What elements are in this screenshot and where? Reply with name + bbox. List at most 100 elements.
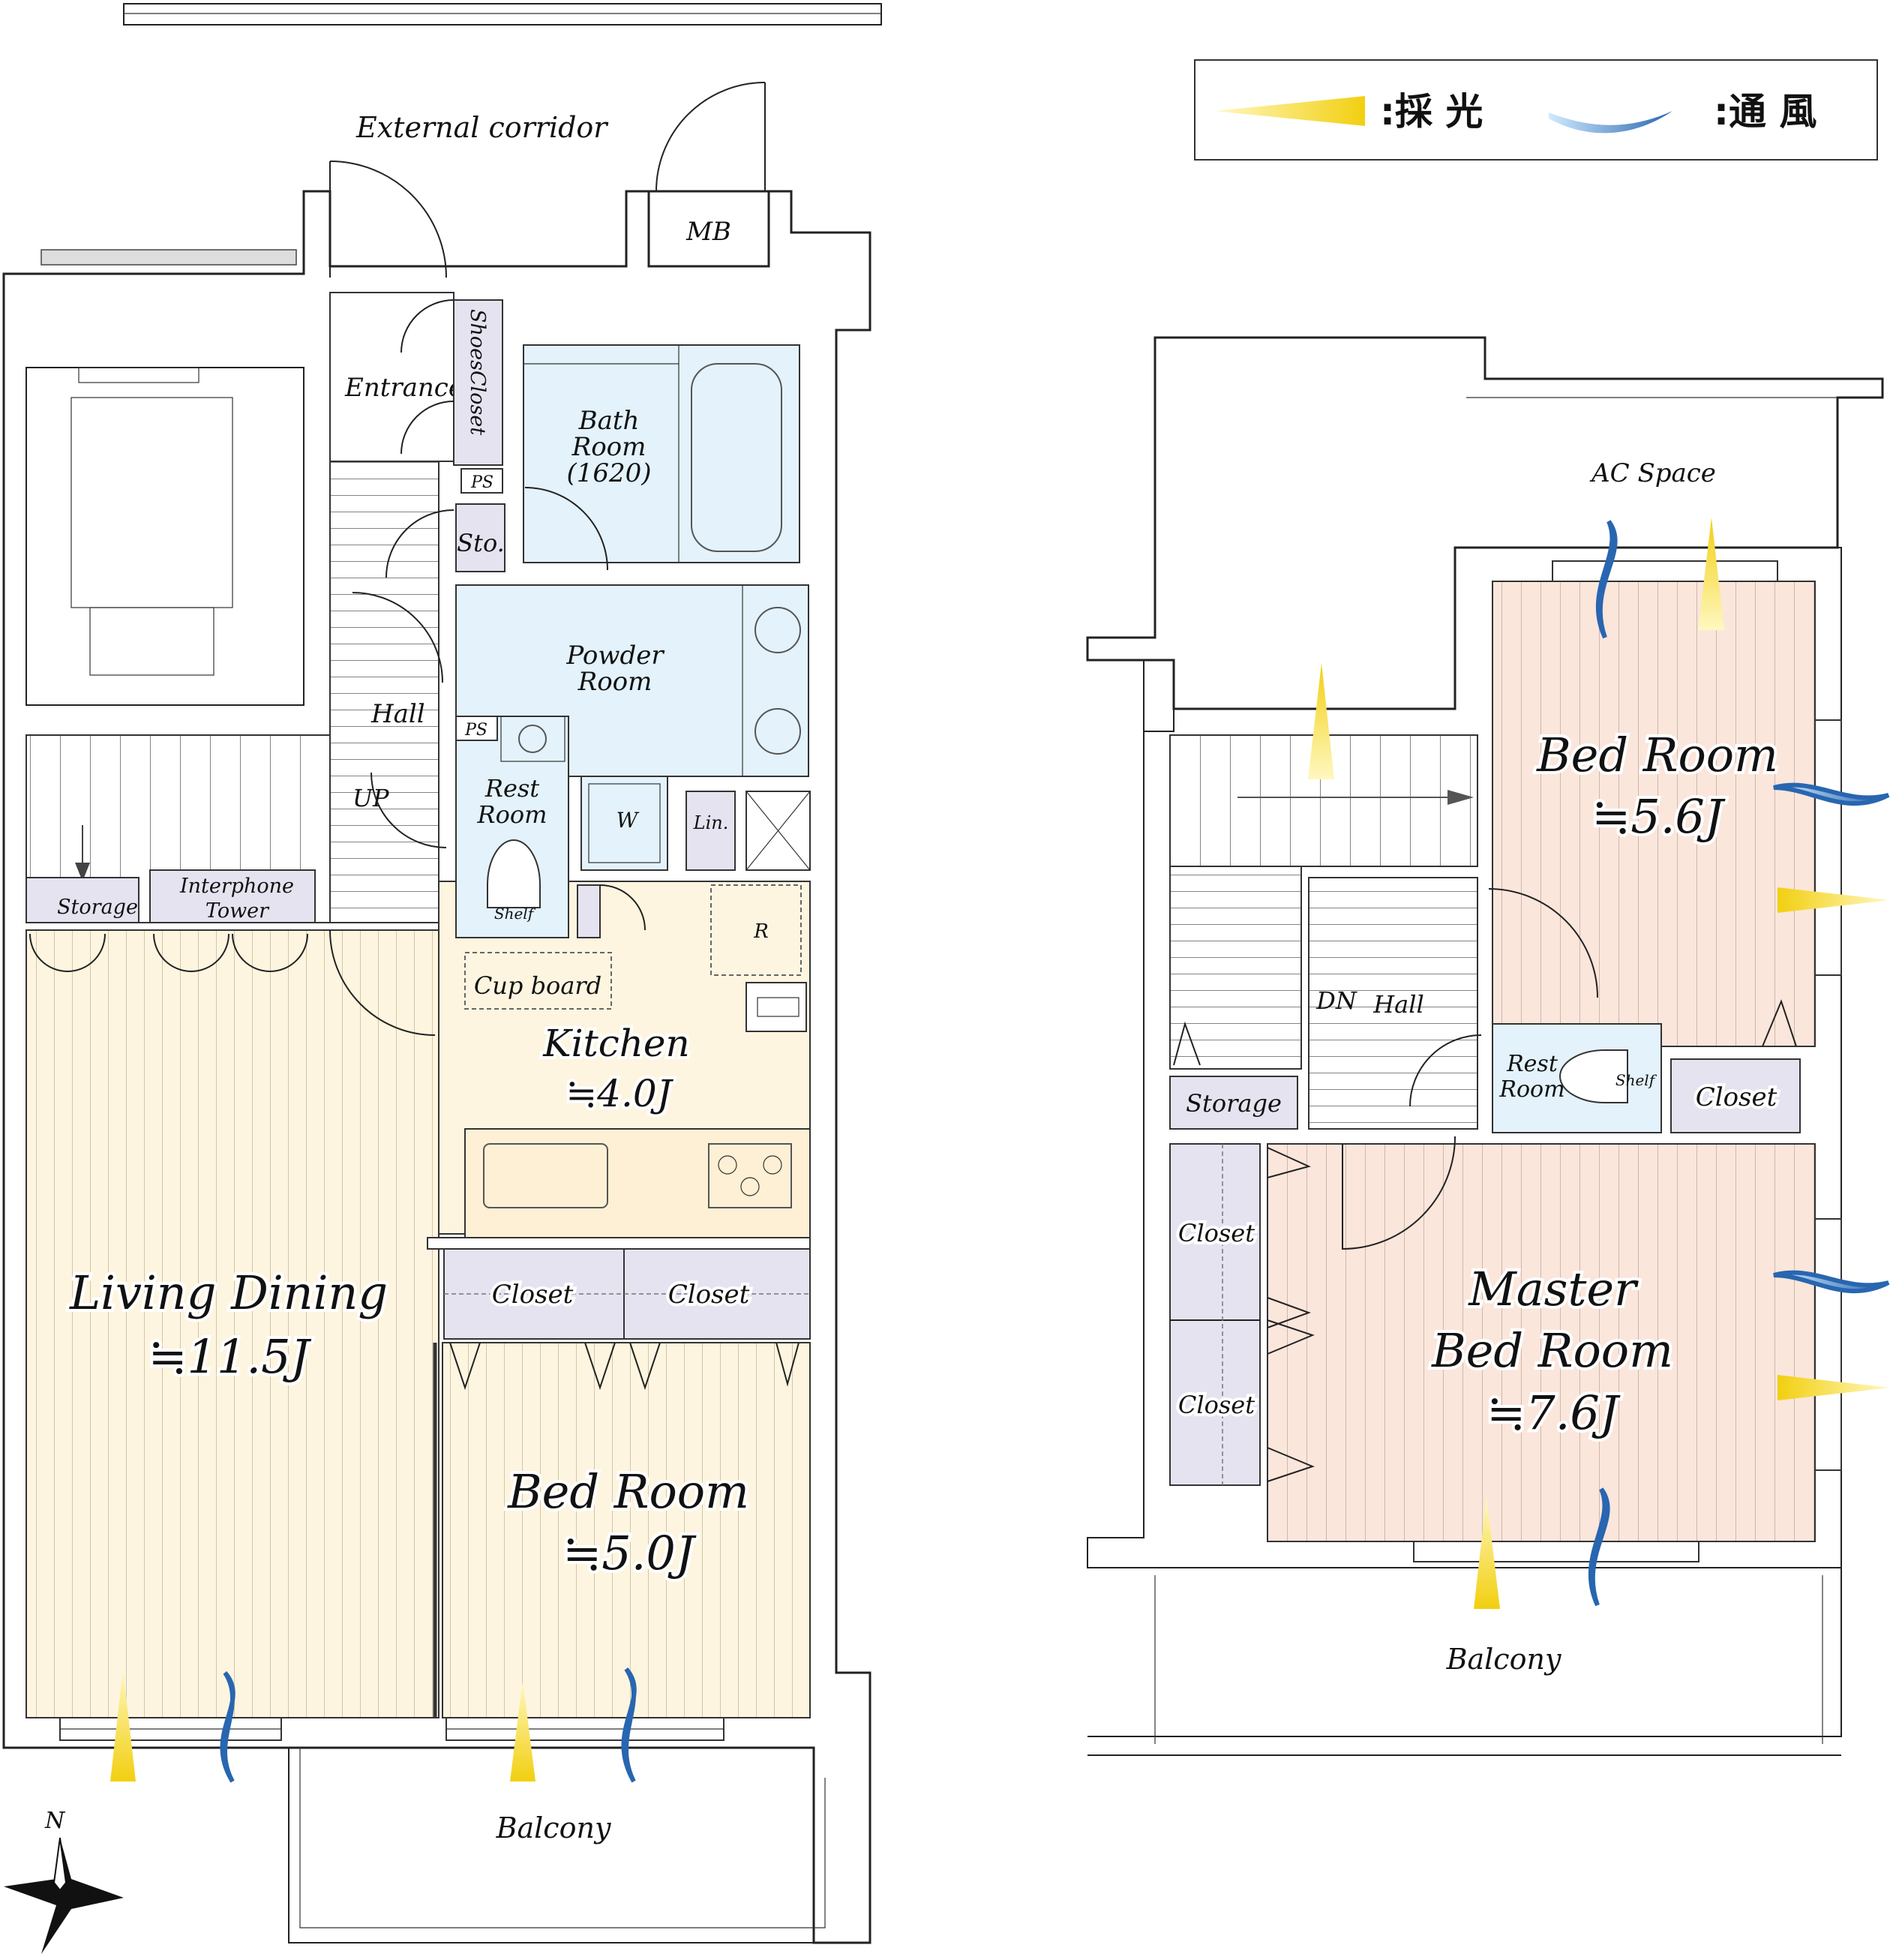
rest-room-upper-label-2: Room [1498, 1076, 1564, 1103]
ps-box-1 [460, 468, 503, 494]
storage-upper-label: Storage [1186, 1089, 1282, 1118]
closet-upper-column [1169, 1143, 1261, 1486]
balcony-upper-label: Balcony [1446, 1643, 1562, 1676]
ac-space-label: AC Space [1589, 458, 1716, 488]
mb-box [647, 190, 770, 268]
light-arrow-icon [1215, 96, 1365, 126]
master-bedroom-size: ≒7.6J [1486, 1385, 1621, 1440]
light-arrow-icon [1778, 887, 1890, 913]
powder-label-1: Powder [566, 641, 664, 671]
wind-arrow-icon [1773, 1270, 1890, 1294]
kitchen-name: Kitchen [542, 1022, 689, 1065]
master-bedroom-name-1: Master [1468, 1262, 1639, 1316]
bedroom-upper-name: Bed Room [1536, 728, 1778, 782]
closet-lower-2-label: Closet [668, 1280, 750, 1310]
light-arrow-icon [1308, 663, 1334, 779]
bath-room [523, 344, 800, 563]
up-label: UP [352, 784, 389, 812]
closet-upper-2-label: Closet [1178, 1391, 1255, 1419]
closet-upper-small-label: Closet [1696, 1082, 1778, 1112]
fridge-space [710, 884, 802, 976]
legend-light-label: :採 光 [1380, 90, 1483, 134]
fridge-label: R [753, 920, 769, 943]
linen-closet [686, 791, 736, 871]
toilet-upper [1559, 1049, 1628, 1103]
toilet-lower [487, 839, 541, 908]
closet-upper-1-label: Closet [1178, 1219, 1255, 1247]
light-arrow-icon [1698, 518, 1724, 630]
closet-upper-small [1670, 1058, 1801, 1133]
mb-label: MB [686, 217, 731, 247]
wind-arrow-icon [1595, 520, 1618, 639]
hall-upper [1308, 877, 1478, 1130]
shelf-label-upper: Shelf [1616, 1071, 1658, 1089]
ac-grille [40, 249, 297, 266]
storage-small-label: Sto. [457, 529, 505, 557]
bath-label-2: Room [572, 432, 646, 462]
storage-lower-label: Storage [57, 896, 138, 919]
wind-arrow-icon [220, 1671, 236, 1783]
light-arrow-icon [1474, 1496, 1500, 1609]
powder-label-2: Room [578, 667, 652, 697]
shoes-closet-label: ShoesCloset [466, 309, 489, 435]
dn-label: DN [1316, 986, 1358, 1015]
storage-upper [1169, 1076, 1298, 1130]
interphone-label-2: Tower [206, 899, 270, 923]
wind-arrow-icon [621, 1667, 637, 1783]
storage-lower [26, 877, 140, 923]
cup-board [464, 952, 612, 1010]
bedroom-upper-size: ≒5.6J [1592, 789, 1726, 844]
entry-door-swing [329, 161, 447, 278]
bath-label-3: (1620) [566, 458, 651, 488]
shoes-closet [453, 299, 503, 466]
balcony-lower-rail [288, 1748, 870, 1943]
ps-label-1: PS [470, 473, 494, 492]
living-dining-floor [26, 929, 440, 1718]
bath-label-1: Bath [578, 406, 640, 436]
interphone-label-1: Interphone [179, 875, 294, 898]
washer-space [580, 776, 668, 871]
light-arrow-icon [510, 1680, 536, 1781]
compass-north-label: N [44, 1808, 66, 1834]
balcony-lower-label: Balcony [496, 1811, 611, 1844]
master-bedroom-name-2: Bed Room [1431, 1323, 1673, 1378]
living-dining-name: Living Dining [69, 1265, 388, 1320]
entrance-area [329, 292, 454, 462]
sink [483, 1143, 608, 1208]
bedroom-upper-floor [1492, 581, 1816, 1047]
kitchen-size: ≒4.0J [566, 1072, 674, 1115]
cooktop [708, 1143, 792, 1208]
wind-arrow-icon [1588, 1487, 1610, 1607]
hall-upper-label: Hall [1372, 990, 1424, 1019]
compass-rose-icon [4, 1838, 124, 1954]
light-arrow-icon [1778, 1375, 1890, 1400]
mb-door-swing [656, 82, 766, 192]
light-arrow-icon [110, 1669, 136, 1781]
upper-floor: AC Space Bed Room ≒5.6J Storage DN Hall … [1086, 336, 1890, 1756]
wind-arrow-icon [1773, 782, 1890, 806]
lower-floor: External corridor MB Entrance ShoesClose… [2, 3, 882, 1954]
bedroom-floor [442, 1342, 811, 1718]
corridor-railing [123, 3, 882, 26]
shelf-label-lower: Shelf [494, 905, 536, 923]
bedroom-lower-size: ≒5.0J [562, 1526, 697, 1580]
ps-label-2: PS [464, 721, 488, 740]
bedroom-lower-name: Bed Room [507, 1464, 749, 1519]
master-bedroom-floor [1267, 1143, 1816, 1542]
external-corridor-label: External corridor [356, 111, 609, 144]
wind-arrow-icon [1549, 111, 1672, 134]
interphone-tower [149, 869, 316, 923]
ps-box-2 [455, 716, 498, 741]
bathtub [691, 363, 782, 552]
rest-room-upper-label-1: Rest [1506, 1051, 1558, 1077]
closet-lower-1-label: Closet [492, 1280, 574, 1310]
entrance-label: Entrance [344, 373, 464, 403]
storage-small [455, 503, 506, 572]
rest-room-lower-label-1: Rest [484, 774, 539, 803]
cup-board-label: Cup board [474, 971, 602, 1000]
living-dining-size: ≒11.5J [148, 1329, 312, 1384]
hall-label: Hall [370, 699, 425, 729]
legend-wind-label: :通 風 [1714, 90, 1816, 134]
compass: N [4, 1808, 124, 1954]
